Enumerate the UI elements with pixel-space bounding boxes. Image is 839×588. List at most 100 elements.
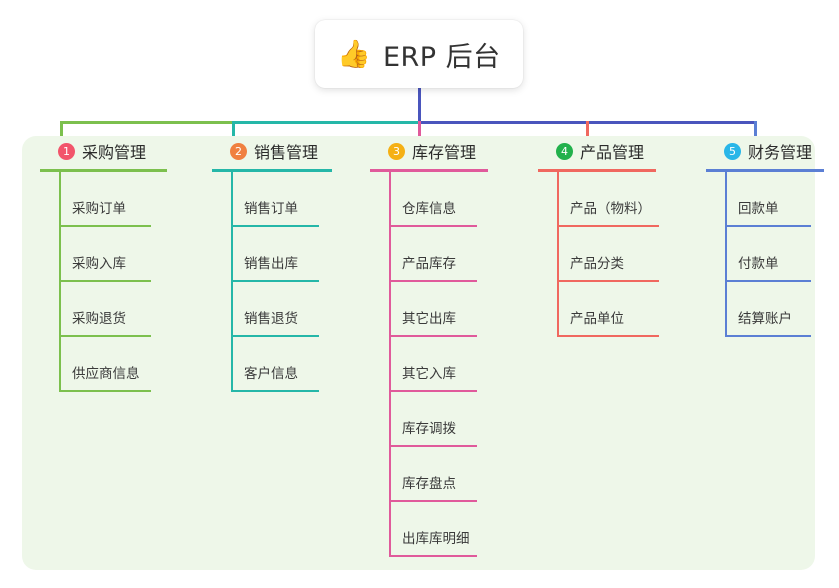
branch-column-1: 1 采购管理采购订单采购入库采购退货供应商信息 xyxy=(40,136,167,392)
thumbs-up-icon: 👍 xyxy=(337,38,371,70)
leaf-node[interactable]: 产品库存 xyxy=(370,227,488,282)
branch-title-1: 采购管理 xyxy=(82,143,147,162)
branch-items-4: 产品（物料） 产品分类产品单位 xyxy=(538,172,659,337)
leaf-label: 结算账户 xyxy=(738,311,792,327)
leaf-node[interactable]: 库存盘点 xyxy=(370,447,488,502)
leaf-rule xyxy=(59,390,151,392)
branch-column-5: 5 财务管理回款单付款单结算账户 xyxy=(706,136,824,337)
branch-rule-3 xyxy=(370,169,488,172)
leaf-rule xyxy=(389,500,477,502)
leaf-rule xyxy=(59,225,151,227)
branch-header-1[interactable]: 1 采购管理 xyxy=(40,136,167,166)
leaf-label: 库存调拨 xyxy=(402,421,456,437)
leaf-node[interactable]: 采购退货 xyxy=(40,282,167,337)
branch-spine-4 xyxy=(557,172,559,337)
leaf-node[interactable]: 产品分类 xyxy=(538,227,659,282)
branch-column-2: 2 销售管理销售订单销售出库销售退货客户信息 xyxy=(212,136,332,392)
leaf-rule xyxy=(231,390,319,392)
leaf-rule xyxy=(231,280,319,282)
branch-spine-1 xyxy=(59,172,61,392)
leaf-label: 销售退货 xyxy=(244,311,298,327)
leaf-rule xyxy=(725,225,811,227)
leaf-rule xyxy=(389,225,477,227)
branch-title-2: 销售管理 xyxy=(254,143,319,162)
branch-badge-1: 1 xyxy=(58,142,75,160)
branch-badge-3: 3 xyxy=(388,142,405,160)
leaf-node[interactable]: 客户信息 xyxy=(212,337,332,392)
column-drop-connector-1 xyxy=(60,121,63,149)
leaf-label: 付款单 xyxy=(738,256,779,272)
leaf-node[interactable]: 付款单 xyxy=(706,227,824,282)
branch-items-3: 仓库信息产品库存其它出库其它入库库存调拨库存盘点出库库明细 xyxy=(370,172,488,557)
column-drop-connector-3 xyxy=(418,121,421,149)
leaf-label: 产品单位 xyxy=(570,311,624,327)
leaf-node[interactable]: 采购订单 xyxy=(40,172,167,227)
leaf-rule xyxy=(389,335,477,337)
leaf-label: 客户信息 xyxy=(244,366,298,382)
leaf-label: 供应商信息 xyxy=(72,366,140,382)
leaf-label: 回款单 xyxy=(738,201,779,217)
leaf-label: 销售订单 xyxy=(244,201,298,217)
branch-header-2[interactable]: 2 销售管理 xyxy=(212,136,332,166)
leaf-rule xyxy=(59,280,151,282)
leaf-node[interactable]: 销售退货 xyxy=(212,282,332,337)
leaf-node[interactable]: 其它入库 xyxy=(370,337,488,392)
leaf-label: 采购订单 xyxy=(72,201,126,217)
leaf-label: 其它入库 xyxy=(402,366,456,382)
leaf-node[interactable]: 供应商信息 xyxy=(40,337,167,392)
branch-items-2: 销售订单销售出库销售退货客户信息 xyxy=(212,172,332,392)
column-drop-connector-2 xyxy=(232,121,235,149)
branch-title-5: 财务管理 xyxy=(748,143,813,162)
leaf-rule xyxy=(389,555,477,557)
root-trunk-connector xyxy=(418,88,421,121)
leaf-rule xyxy=(389,390,477,392)
branch-badge-2: 2 xyxy=(230,142,247,160)
branch-rule-1 xyxy=(40,169,167,172)
leaf-rule xyxy=(725,280,811,282)
leaf-rule xyxy=(389,280,477,282)
leaf-rule xyxy=(557,335,659,337)
leaf-node[interactable]: 销售出库 xyxy=(212,227,332,282)
branch-header-4[interactable]: 4 产品管理 xyxy=(538,136,656,166)
leaf-node[interactable]: 产品单位 xyxy=(538,282,659,337)
leaf-rule xyxy=(725,335,811,337)
leaf-rule xyxy=(231,225,319,227)
leaf-node[interactable]: 出库库明细 xyxy=(370,502,488,557)
leaf-rule xyxy=(557,225,659,227)
leaf-node[interactable]: 结算账户 xyxy=(706,282,824,337)
branch-items-1: 采购订单采购入库采购退货供应商信息 xyxy=(40,172,167,392)
leaf-rule xyxy=(231,335,319,337)
branch-header-5[interactable]: 5 财务管理 xyxy=(706,136,824,166)
branch-badge-5: 5 xyxy=(724,142,741,160)
column-drop-connector-4 xyxy=(586,121,589,149)
leaf-rule xyxy=(557,280,659,282)
leaf-node[interactable]: 其它出库 xyxy=(370,282,488,337)
leaf-node[interactable]: 产品（物料） xyxy=(538,172,659,227)
leaf-label: 采购入库 xyxy=(72,256,126,272)
branch-badge-4: 4 xyxy=(556,142,573,160)
leaf-label: 仓库信息 xyxy=(402,201,456,217)
mindmap-panel: 1 采购管理采购订单采购入库采购退货供应商信息 2 销售管理销售订单销售出库销售退货客… xyxy=(22,136,824,570)
leaf-label: 销售出库 xyxy=(244,256,298,272)
leaf-label: 产品库存 xyxy=(402,256,456,272)
leaf-label: 采购退货 xyxy=(72,311,126,327)
leaf-node[interactable]: 库存调拨 xyxy=(370,392,488,447)
leaf-node[interactable]: 仓库信息 xyxy=(370,172,488,227)
leaf-label: 产品（物料） xyxy=(570,201,651,217)
leaf-label: 出库库明细 xyxy=(402,531,470,547)
column-drop-connector-5 xyxy=(754,121,757,149)
leaf-rule xyxy=(59,335,151,337)
branch-title-4: 产品管理 xyxy=(580,143,645,162)
leaf-node[interactable]: 回款单 xyxy=(706,172,824,227)
branch-column-4: 4 产品管理产品（物料） 产品分类产品单位 xyxy=(538,136,659,337)
leaf-label: 库存盘点 xyxy=(402,476,456,492)
branch-rule-5 xyxy=(706,169,824,172)
branch-items-5: 回款单付款单结算账户 xyxy=(706,172,824,337)
root-node-erp-backend[interactable]: 👍 ERP 后台 xyxy=(315,20,523,88)
branch-rule-4 xyxy=(538,169,656,172)
bus-segment-teal xyxy=(232,121,420,124)
leaf-node[interactable]: 销售订单 xyxy=(212,172,332,227)
leaf-node[interactable]: 采购入库 xyxy=(40,227,167,282)
